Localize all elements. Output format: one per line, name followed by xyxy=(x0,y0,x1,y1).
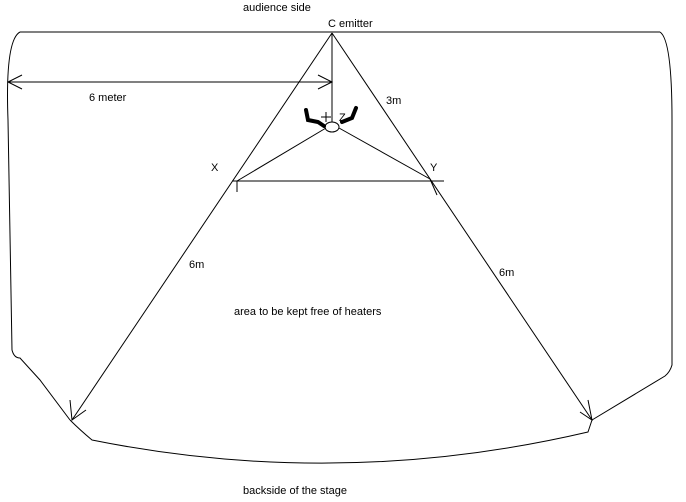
right-emitter-line xyxy=(331,32,593,421)
right-6m-label: 6m xyxy=(499,267,514,279)
left-arrowhead xyxy=(69,399,87,421)
y-label: Y xyxy=(430,162,438,174)
three-m-label: 3m xyxy=(386,95,401,107)
x-label: X xyxy=(211,162,219,174)
backside-label: backside of the stage xyxy=(243,485,347,497)
stage-left-outline xyxy=(7,31,71,421)
free-area-label: area to be kept free of heaters xyxy=(234,306,382,318)
z-to-y-line xyxy=(338,127,431,180)
y-tick xyxy=(429,178,438,196)
emitter-label: C emitter xyxy=(328,18,373,30)
left-6m-label: 6m xyxy=(189,259,204,271)
left-emitter-line xyxy=(71,32,333,421)
z-label: Z xyxy=(339,112,346,124)
person-icon xyxy=(304,106,358,133)
six-meter-label: 6 meter xyxy=(89,92,127,104)
right-arrowhead xyxy=(579,399,593,422)
six-meter-arrow xyxy=(6,74,334,90)
stage-right-outline xyxy=(591,31,673,421)
stage-back-outline xyxy=(69,419,593,464)
audience-side-label: audience side xyxy=(243,2,311,14)
z-to-x-line xyxy=(236,127,327,182)
